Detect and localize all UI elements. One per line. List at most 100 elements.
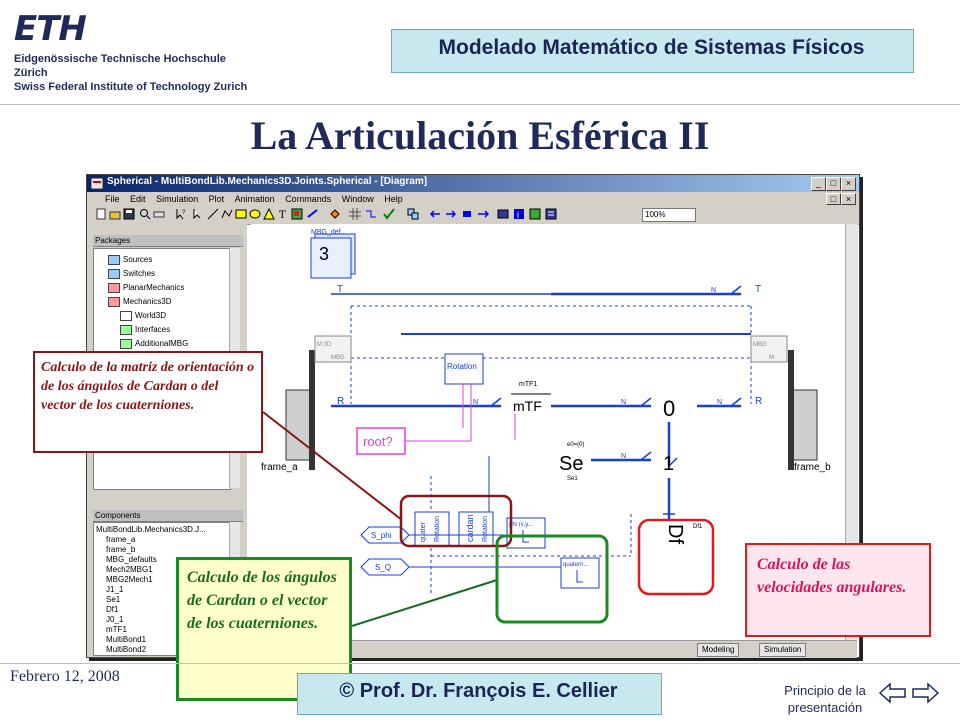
minimize-button[interactable]: _ [811,177,826,191]
polygon-tool-icon[interactable] [263,208,275,220]
canvas-vertical-scrollbar[interactable] [845,224,858,640]
author-box [297,673,662,715]
line-tool-icon[interactable] [207,208,219,220]
component-multibond1[interactable]: MultiBond1 [106,635,147,644]
component-mbg-defaults[interactable]: MBG_defaults [106,555,157,564]
df-name: Df1 [693,524,703,530]
zoom-select[interactable]: 100% [642,208,696,222]
component-j1-1[interactable]: J1_1 [106,585,124,594]
connector-icon[interactable] [477,208,489,220]
bond-0-to-1-arrow [668,457,678,467]
rectangle-tool-icon[interactable] [235,208,247,220]
cardan-block[interactable] [458,511,494,547]
se-param: e0=(0) [567,442,585,448]
quatern-block[interactable] [560,557,600,589]
mbg2mech-block[interactable] [750,335,788,363]
menu-plot[interactable]: Plot [208,194,225,204]
quatern-label: quatern... [563,562,589,568]
package-item-interfaces[interactable]: Interfaces [135,325,171,335]
start-link[interactable]: Principio de la presentación [784,683,866,715]
check-icon[interactable] [383,208,395,220]
menu-commands[interactable]: Commands [285,194,332,204]
junction-0[interactable]: 0 [663,396,675,421]
line-color-icon[interactable] [307,208,319,220]
package-item-switches[interactable]: Switches [123,269,156,279]
save-icon[interactable] [123,208,135,220]
component-frame-a[interactable]: frame_a [106,535,136,544]
text-view-icon[interactable] [545,208,557,220]
package-item-world3d[interactable]: World3D [135,311,166,321]
component-mech2mbg1[interactable]: Mech2MBG1 [106,565,153,574]
component-mbg2mech1[interactable]: MBG2Mech1 [106,575,153,584]
package-item-planar-mechanics[interactable]: PlanarMechanics [123,283,185,293]
component-j0-1[interactable]: J0_1 [106,615,124,624]
tab-modeling[interactable]: Modeling [697,643,740,657]
search-icon[interactable] [139,208,151,220]
phi-block[interactable] [506,517,546,549]
svg-text:?: ? [182,210,186,216]
bitmap-tool-icon[interactable] [291,208,303,220]
slide-title: La Articulación Esférica II [250,113,710,158]
menu-file[interactable]: File [105,194,120,204]
info-view-icon[interactable]: i [513,208,525,220]
se-label[interactable]: Se [559,453,583,475]
rotation-block[interactable] [444,353,484,385]
mtf-name: mTF1 [519,381,537,388]
select-arrow-icon[interactable] [191,208,203,220]
component-frame-b[interactable]: frame_b [106,545,136,554]
open-folder-icon[interactable] [109,208,121,220]
help-pointer-icon[interactable]: ? [175,208,187,220]
component-root[interactable]: MultiBondLib.Mechanics3D.J... [96,525,206,534]
menu-edit[interactable]: Edit [130,194,146,204]
ellipse-tool-icon[interactable] [249,208,261,220]
back-arrow-icon[interactable] [429,208,441,220]
close-button[interactable]: × [841,177,856,191]
maximize-button[interactable]: □ [826,177,841,191]
grid-icon[interactable] [349,208,361,220]
package-item-mechanics3d[interactable]: Mechanics3D [123,297,172,307]
fill-color-icon[interactable] [329,208,341,220]
diagram-view-icon[interactable] [497,208,509,220]
s-q-label: S_Q [375,563,391,572]
leader-line-cardan [351,579,498,627]
leader-line-orientation [262,411,403,521]
package-item-additional-mbg[interactable]: AdditionalMBG [135,339,189,349]
df-label[interactable]: Df [664,524,686,544]
mbg2mech-label-bottom: M [769,355,774,361]
forward-arrow-icon[interactable] [910,681,940,705]
new-file-icon[interactable] [95,208,107,220]
quater-rotation-label: Rotation [434,516,441,542]
component-df1[interactable]: Df1 [106,605,119,614]
cardan-label: cardan [465,514,475,542]
quater-block[interactable] [414,511,450,547]
mech2mbg-block[interactable] [314,335,352,363]
menu-help[interactable]: Help [384,194,403,204]
connect-mode-icon[interactable] [365,208,377,220]
mdi-restore-button[interactable]: □ [826,193,841,205]
package-item-sources[interactable]: Sources [123,255,153,265]
forward-arrow-icon[interactable] [445,208,457,220]
polyline-tool-icon[interactable] [221,208,233,220]
print-icon[interactable] [153,208,165,220]
component-multibond2[interactable]: MultiBond2 [106,645,147,654]
frame-b-shape[interactable] [792,389,818,461]
mdi-close-button[interactable]: × [841,193,856,205]
frame-a-shape[interactable] [285,389,311,461]
component-icon[interactable] [461,208,473,220]
menu-animation[interactable]: Animation [234,194,275,204]
callout-orientation: Calculo de la matriz de orientación o de… [33,351,263,453]
mbg2mech-label-top: MBG [753,342,767,348]
component-se1[interactable]: Se1 [106,595,121,604]
junction-1[interactable]: 1 [663,453,674,475]
icon-view-icon[interactable] [529,208,541,220]
back-arrow-icon[interactable] [878,681,908,705]
component-mtf1[interactable]: mTF1 [106,625,127,634]
footer-date: Febrero 12, 2008 [10,668,120,685]
package-browser-icon[interactable] [407,208,419,220]
text-tool-icon[interactable]: T [277,208,289,220]
window-titlebar[interactable]: Spherical - MultiBondLib.Mechanics3D.Joi… [87,175,859,192]
menu-simulation[interactable]: Simulation [156,194,199,204]
menu-window[interactable]: Window [341,194,374,204]
tab-simulation[interactable]: Simulation [759,643,807,657]
